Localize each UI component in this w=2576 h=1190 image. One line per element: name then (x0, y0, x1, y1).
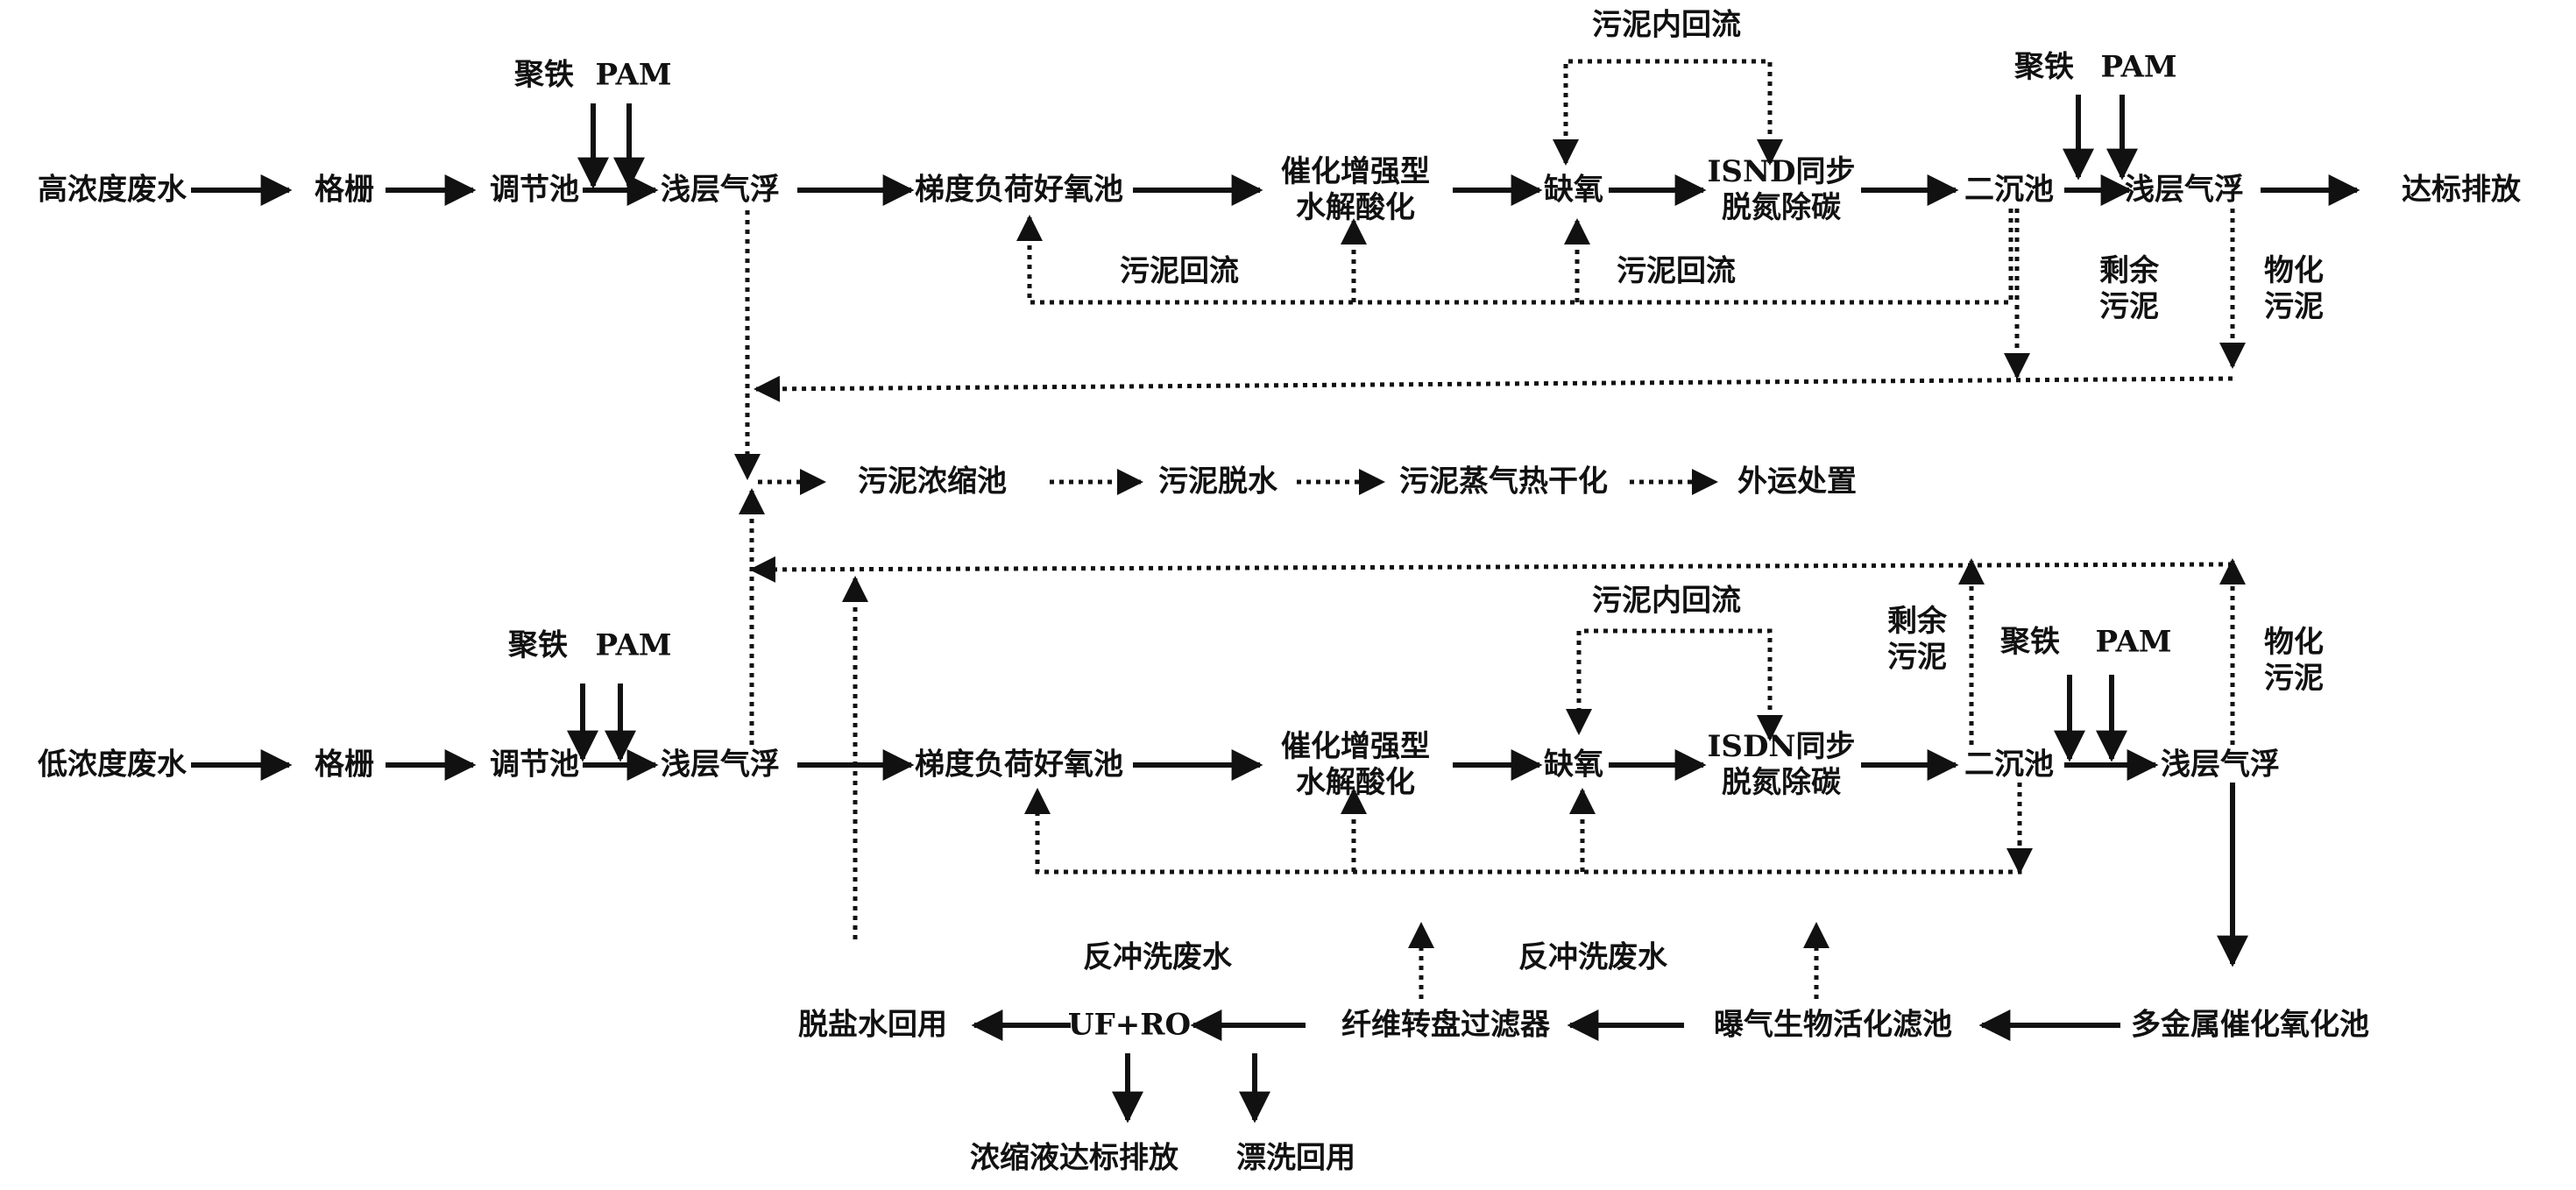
note-chemical-sludge-top-line2: 污泥 (2264, 289, 2324, 324)
node-screen-top: 格栅 (315, 172, 374, 208)
node-aerobic-bottom: 梯度负荷好氧池 (915, 747, 1123, 783)
note-internal-recycle-top: 污泥内回流 (1592, 7, 1741, 43)
node-hydrolysis-top: 催化增强型 水解酸化 (1281, 154, 1430, 226)
sludge-return-bottom (1024, 783, 2022, 875)
node-isdn-line1: ISDN同步 (1707, 729, 1856, 765)
note-backwash-2: 反冲洗废水 (1518, 939, 1667, 975)
chemical-label-pam-2-bottom: PAM (2095, 624, 2172, 660)
node-discharge: 达标排放 (2402, 172, 2521, 208)
node-hydrolysis-bottom-line2: 水解酸化 (1296, 765, 1415, 800)
node-isdn-line2: 脱氮除碳 (1722, 765, 1841, 800)
node-sludge-drying: 污泥蒸气热干化 (1399, 464, 1608, 499)
node-hydrolysis-top-line2: 水解酸化 (1296, 190, 1415, 225)
node-screen-bottom: 格栅 (315, 747, 374, 783)
sludge-collector-top (754, 375, 2233, 402)
chemical-label-pam-2-top: PAM (2100, 49, 2177, 85)
node-clarifier-bottom: 二沉池 (1964, 747, 2054, 783)
note-sludge-recycle-1-top: 污泥回流 (1120, 253, 1239, 289)
node-aerobic-top: 梯度负荷好氧池 (915, 172, 1123, 208)
node-desalted-reuse: 脱盐水回用 (798, 1007, 947, 1043)
note-excess-sludge-bottom-line2: 污泥 (1887, 640, 1947, 675)
node-low-conc-wastewater: 低浓度废水 (38, 747, 187, 783)
note-chemical-sludge-bottom: 物化 污泥 (2264, 625, 2324, 697)
node-clarifier-top: 二沉池 (1964, 172, 2054, 208)
chemical-label-polyferric-2-bottom: 聚铁 (2000, 624, 2060, 660)
node-equalization-top: 调节池 (490, 172, 579, 208)
node-hydrolysis-bottom: 催化增强型 水解酸化 (1281, 729, 1430, 801)
chemical-label-polyferric-2-top: 聚铁 (2014, 49, 2074, 85)
note-excess-sludge-top-line1: 剩余 (2099, 253, 2159, 289)
node-isnd-line2: 脱氮除碳 (1722, 190, 1841, 225)
node-rinse-reuse: 漂洗回用 (1236, 1140, 1355, 1176)
node-flotation-1-bottom: 浅层气浮 (661, 747, 780, 783)
node-catalytic-oxidation: 多金属催化氧化池 (2131, 1007, 2369, 1043)
node-flotation-2-bottom: 浅层气浮 (2161, 747, 2280, 783)
note-excess-sludge-bottom: 剩余 污泥 (1887, 604, 1947, 676)
node-isdn: ISDN同步 脱氮除碳 (1707, 729, 1855, 801)
internal-recycle-loop-top (1553, 59, 1783, 166)
node-hydrolysis-bottom-line1: 催化增强型 (1281, 729, 1430, 765)
chemical-label-pam-1-bottom: PAM (595, 627, 672, 663)
note-excess-sludge-top: 剩余 污泥 (2099, 253, 2159, 325)
chemical-label-polyferric-1-top: 聚铁 (514, 57, 574, 93)
note-excess-sludge-top-line2: 污泥 (2099, 289, 2159, 324)
note-excess-sludge-bottom-line1: 剩余 (1887, 604, 1947, 640)
node-anoxic-bottom: 缺氧 (1544, 747, 1603, 783)
node-equalization-bottom: 调节池 (490, 747, 579, 783)
note-chemical-sludge-bottom-line1: 物化 (2264, 625, 2324, 661)
node-hydrolysis-top-line1: 催化增强型 (1281, 154, 1430, 190)
note-chemical-sludge-bottom-line2: 污泥 (2264, 661, 2324, 696)
note-internal-recycle-bottom: 污泥内回流 (1592, 583, 1741, 619)
node-offsite-disposal: 外运处置 (1737, 464, 1857, 499)
node-sludge-dewatering: 污泥脱水 (1158, 464, 1277, 499)
chemical-label-polyferric-1-bottom: 聚铁 (508, 627, 568, 663)
node-isnd-line1: ISND同步 (1707, 154, 1856, 190)
node-baf: 曝气生物活化滤池 (1714, 1007, 1952, 1043)
node-flotation-1-top: 浅层气浮 (661, 172, 780, 208)
node-disc-filter: 纤维转盘过滤器 (1341, 1007, 1550, 1043)
note-sludge-recycle-2-top: 污泥回流 (1617, 253, 1736, 289)
node-uf-ro: UF+RO (1067, 1007, 1192, 1043)
node-sludge-thickener: 污泥浓缩池 (858, 464, 1007, 499)
note-chemical-sludge-top-line1: 物化 (2264, 253, 2324, 289)
node-concentrate-discharge: 浓缩液达标排放 (970, 1140, 1178, 1176)
node-high-conc-wastewater: 高浓度废水 (38, 172, 187, 208)
chemical-label-pam-1-top: PAM (595, 57, 672, 93)
node-isnd: ISND同步 脱氮除碳 (1707, 154, 1855, 226)
note-backwash-1: 反冲洗废水 (1083, 939, 1232, 975)
node-anoxic-top: 缺氧 (1544, 172, 1603, 208)
internal-recycle-loop-bottom (1566, 628, 1783, 741)
note-chemical-sludge-top: 物化 污泥 (2264, 253, 2324, 325)
sludge-collector-bottom (749, 556, 2233, 583)
node-flotation-2-top: 浅层气浮 (2125, 172, 2244, 208)
